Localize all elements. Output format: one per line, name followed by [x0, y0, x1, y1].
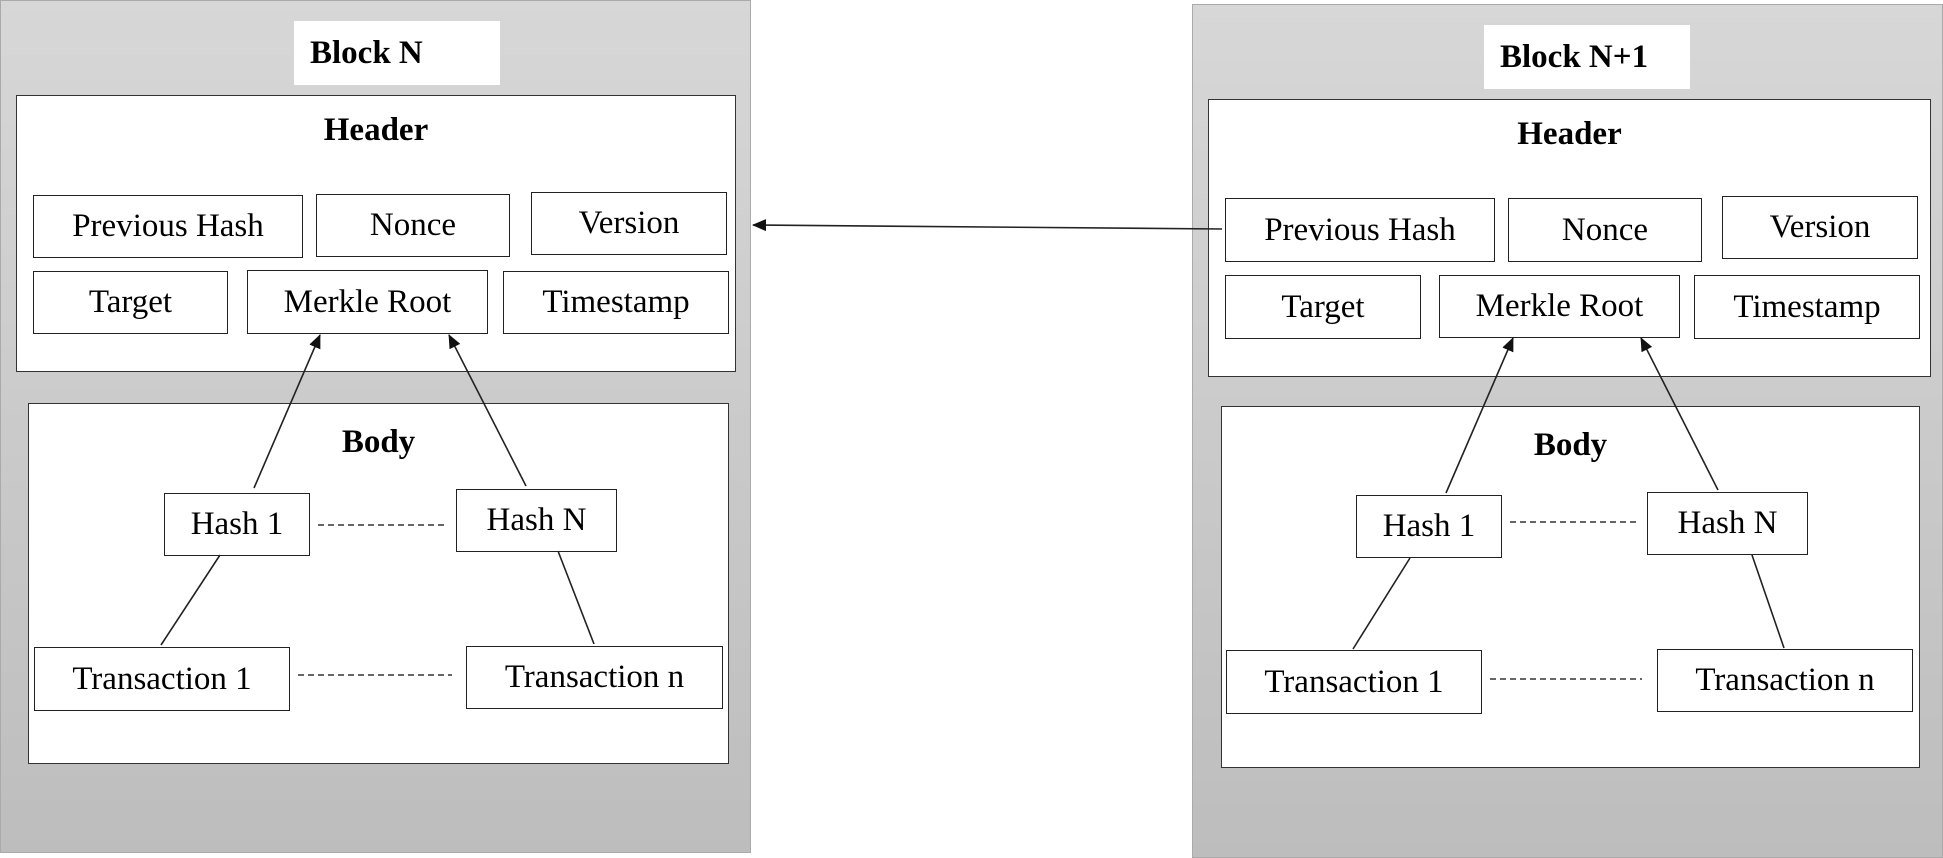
merkle-root-field: Merkle Root — [1439, 275, 1680, 338]
transaction-n-node: Transaction n — [466, 646, 723, 709]
version-field: Version — [1722, 196, 1918, 259]
block-title: Block N+1 — [1484, 25, 1690, 89]
header-panel: Header Previous Hash Nonce Version Targe… — [16, 95, 736, 372]
hash-1-node: Hash 1 — [1356, 495, 1502, 558]
header-title: Header — [1517, 116, 1622, 152]
body-title: Body — [341, 424, 416, 460]
transaction-n-node: Transaction n — [1657, 649, 1913, 712]
hash-1-node: Hash 1 — [164, 493, 310, 556]
merkle-root-field: Merkle Root — [247, 270, 488, 334]
previous-hash-link-arrow — [752, 219, 1223, 232]
hash-n-node: Hash N — [1647, 492, 1808, 555]
previous-hash-field: Previous Hash — [1225, 198, 1495, 262]
version-field: Version — [531, 192, 727, 255]
block-n-plus-1: Block N+1 Header Previous Hash Nonce Ver… — [1192, 4, 1943, 858]
header-panel: Header Previous Hash Nonce Version Targe… — [1208, 99, 1931, 377]
nonce-field: Nonce — [1508, 198, 1702, 262]
transaction-1-node: Transaction 1 — [1226, 650, 1482, 714]
nonce-field: Nonce — [316, 194, 510, 257]
hash-n-node: Hash N — [456, 489, 617, 552]
target-field: Target — [1225, 275, 1421, 339]
block-n: Block N Header Previous Hash Nonce Versi… — [0, 0, 751, 853]
transaction-1-node: Transaction 1 — [34, 647, 290, 711]
target-field: Target — [33, 271, 228, 334]
body-panel: Body Hash 1 Hash N Transaction 1 Transac… — [28, 403, 729, 764]
timestamp-field: Timestamp — [1694, 275, 1920, 339]
previous-hash-field: Previous Hash — [33, 195, 303, 258]
header-title: Header — [323, 112, 429, 148]
block-title: Block N — [294, 21, 500, 85]
timestamp-field: Timestamp — [503, 271, 729, 334]
body-panel: Body Hash 1 Hash N Transaction 1 Transac… — [1221, 406, 1920, 768]
body-title: Body — [1533, 427, 1608, 463]
